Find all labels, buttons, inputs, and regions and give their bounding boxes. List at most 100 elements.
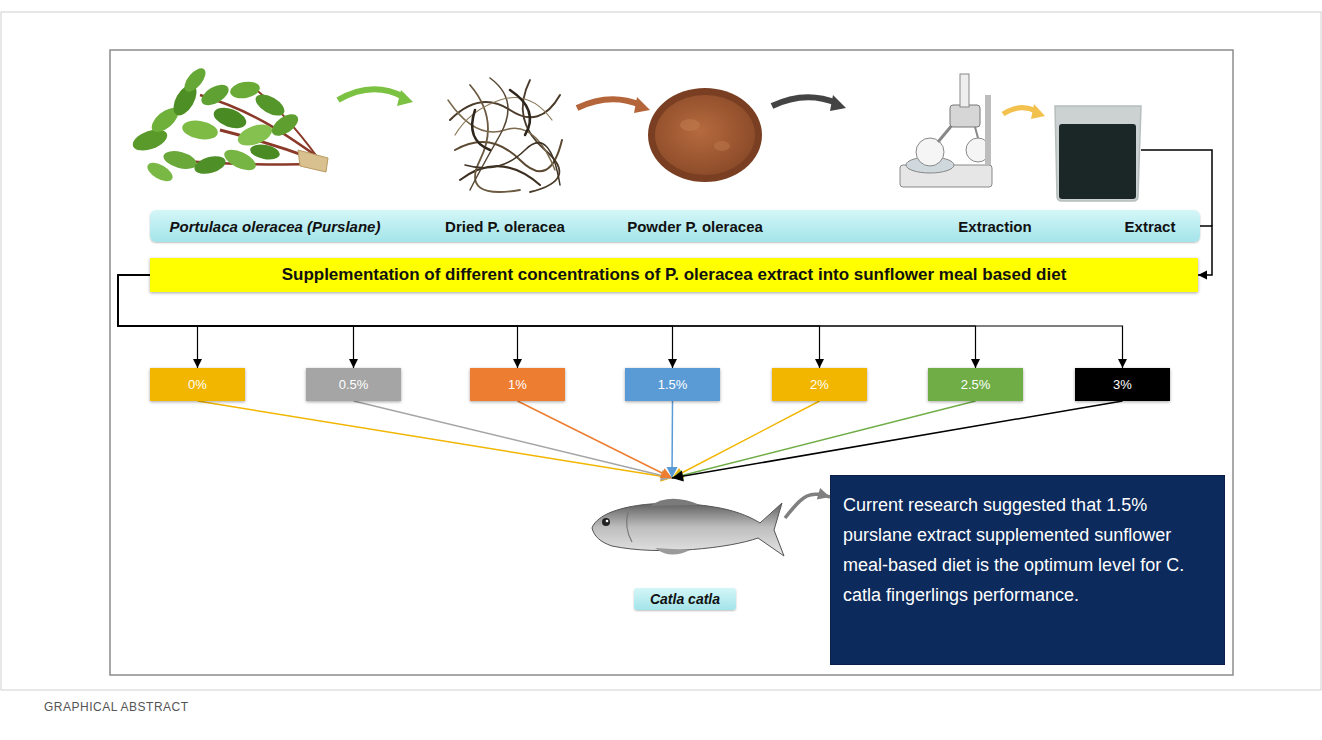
process-arrows: [338, 89, 1045, 119]
rotary-evaporator-picture-part: [916, 138, 944, 166]
purslane-picture-part: [235, 120, 275, 149]
connector-line: [354, 401, 673, 478]
dried-plant-picture-part: [472, 110, 490, 150]
concentration-label: 1.5%: [658, 377, 688, 392]
step-label: Extract: [1125, 218, 1176, 235]
arrowhead: [672, 470, 684, 481]
connector: [518, 401, 673, 478]
fish-picture-part: [592, 503, 784, 556]
dried-plant-picture-part: [465, 143, 560, 185]
connector: [667, 401, 678, 478]
arrowhead: [1118, 359, 1127, 368]
purslane-picture-part: [181, 118, 220, 142]
purslane-picture-part: [198, 81, 232, 110]
powder-picture-part: [655, 95, 755, 175]
purslane-picture-part: [268, 110, 302, 140]
connector-line: [518, 401, 673, 478]
connector-line: [671, 401, 673, 478]
powder-picture: [648, 88, 762, 182]
powder-picture-part: [714, 141, 730, 151]
beaker-picture: [1055, 106, 1141, 201]
concentration-box: 2.5%: [928, 368, 1023, 401]
rotary-evaporator-picture: [900, 74, 992, 187]
rotary-evaporator-picture-part: [950, 105, 980, 127]
species-label: Catla catla: [634, 588, 736, 610]
connector: [785, 488, 830, 518]
process-arrows-part: [577, 99, 641, 108]
outer-frame: [1, 12, 1321, 690]
process-arrows-part: [1031, 104, 1045, 119]
process-arrows-part: [338, 89, 404, 100]
concentration-box: 2%: [772, 368, 867, 401]
dried-plant-picture-part: [510, 90, 530, 135]
outer-frame-part: [1, 12, 1321, 690]
process-arrows-part: [397, 90, 413, 106]
step-label: Powder P. oleracea: [627, 218, 763, 235]
inner-frame: [110, 50, 1233, 675]
arrowhead: [1198, 271, 1207, 280]
dried-plant-picture-part: [455, 98, 552, 136]
fish-picture-part: [627, 512, 632, 542]
fish-picture-part: [602, 518, 610, 526]
conclusion-text: Current research suggested that 1.5% pur…: [843, 490, 1210, 610]
dried-plant-picture-part: [523, 80, 560, 192]
concentration-box: 1%: [470, 368, 565, 401]
arrowhead: [971, 359, 980, 368]
concentration-box: 3%: [1075, 368, 1170, 401]
connector: [672, 401, 820, 478]
process-arrows-part: [1003, 108, 1036, 114]
concentration-label: 2%: [810, 377, 829, 392]
purslane-picture-part: [249, 143, 281, 162]
fish-picture-part: [650, 499, 700, 506]
rotary-evaporator-picture-part: [960, 74, 969, 107]
rotary-evaporator-picture-part: [985, 95, 991, 165]
dried-plant-picture: [448, 78, 562, 192]
figure-tag: GRAPHICAL ABSTRACT: [44, 700, 189, 714]
dried-plant-picture-part: [460, 166, 540, 185]
inner-frame-part: [110, 50, 1233, 675]
concentration-label: 0%: [188, 377, 207, 392]
connector: [198, 401, 673, 482]
purslane-picture-part: [298, 150, 328, 172]
fish-picture: [592, 499, 784, 556]
concentration-box: 0%: [150, 368, 245, 401]
arrowhead: [815, 359, 824, 368]
dried-plant-picture-part: [448, 100, 555, 170]
purslane-picture-part: [144, 159, 175, 185]
concentration-label: 0.5%: [339, 377, 369, 392]
purslane-picture: [130, 65, 328, 185]
connector: [1198, 226, 1212, 280]
species-node: Catla catla: [585, 478, 785, 615]
connector: [672, 401, 1123, 482]
powder-picture-part: [648, 88, 762, 182]
beaker-picture-part: [1059, 124, 1136, 199]
purslane-picture-part: [211, 104, 249, 133]
step-label: Portulaca oleracea (Purslane): [170, 218, 381, 235]
step-label: Dried P. oleracea: [445, 218, 565, 235]
arrowhead: [193, 359, 202, 368]
fish-picture-part: [655, 548, 690, 555]
powder-picture-part: [680, 119, 700, 131]
connector-line: [1198, 226, 1212, 275]
step-label: Extraction: [958, 218, 1031, 235]
conclusion-box: Current research suggested that 1.5% pur…: [830, 475, 1225, 665]
concentration-label: 2.5%: [961, 377, 991, 392]
purslane-picture-part: [181, 65, 210, 95]
process-arrows-part: [772, 97, 837, 106]
process-arrows-part: [830, 95, 846, 111]
connector: [354, 401, 673, 481]
connector-line: [672, 401, 1123, 478]
arrowhead: [817, 488, 830, 500]
dried-plant-picture-part: [470, 78, 508, 190]
arrowhead: [513, 359, 522, 368]
fish-picture-part: [606, 520, 609, 523]
arrowhead: [672, 471, 684, 482]
connector-line: [672, 401, 976, 478]
concentration-box: 0.5%: [306, 368, 401, 401]
concentration-label: 3%: [1113, 377, 1132, 392]
purslane-picture-part: [252, 90, 288, 120]
connector: [672, 401, 976, 481]
connector-line: [198, 401, 673, 478]
